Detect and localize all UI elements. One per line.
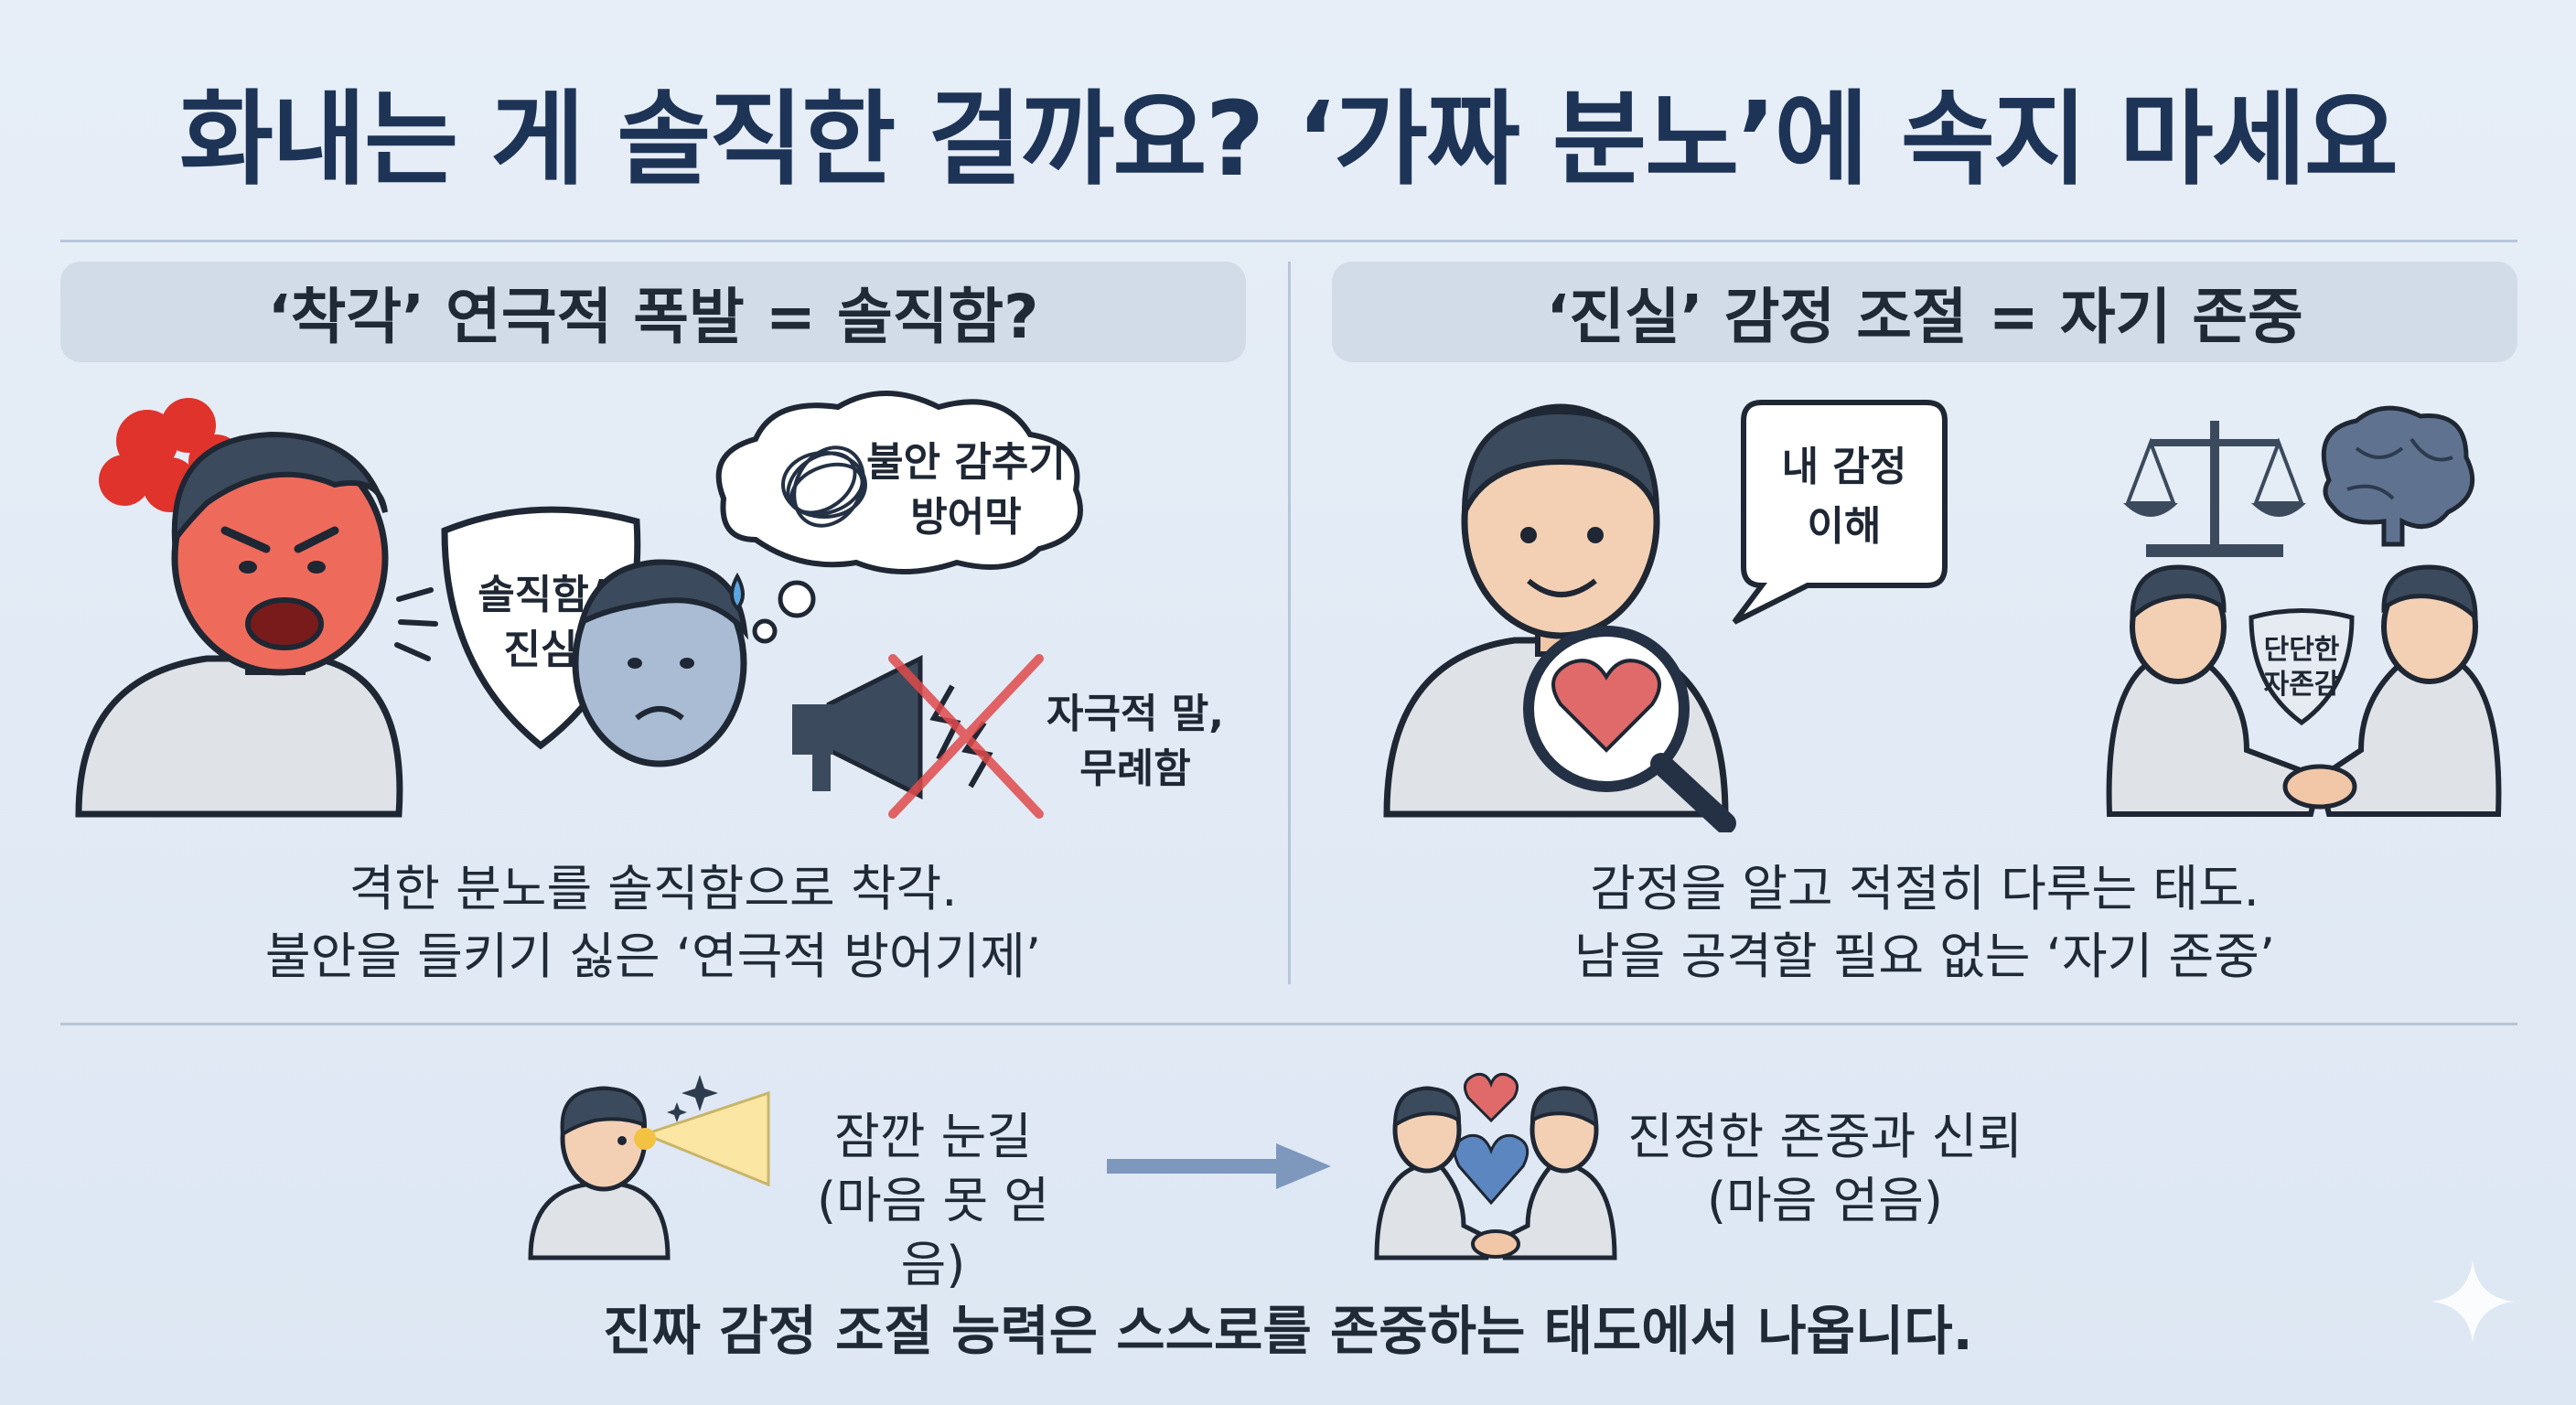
conclusion-text: 진짜 감정 조절 능력은 스스로를 존중하는 태도에서 나옵니다. <box>603 1300 1973 1362</box>
right-caption-line1: 감정을 알고 적절히 다루는 태도. <box>1590 860 2259 917</box>
self-esteem-shield-line2: 자존감 <box>2264 669 2340 701</box>
self-esteem-shield-line1: 단단한 <box>2264 634 2340 666</box>
heart-blue-icon <box>1453 1133 1530 1206</box>
page-title: 화내는 게 솔직한 걸까요? ‘가짜 분노’에 속지 마세요 <box>179 80 2399 199</box>
thought-line2: 방어막 <box>910 494 1021 541</box>
sparkle-watermark-icon <box>2431 1260 2514 1343</box>
handshake-figures <box>2106 564 2502 817</box>
shield-label-line2: 진심 <box>504 627 578 673</box>
bottom-right-line1: 진정한 존중과 신뢰 <box>1627 1108 2023 1165</box>
left-caption-line2: 불안을 들키기 싫은 ‘연극적 방어기제’ <box>264 928 1042 985</box>
heart-red-icon <box>1463 1073 1519 1123</box>
anxious-face-figure <box>572 559 749 767</box>
bottom-left-line1: 잠깐 눈길 <box>834 1108 1032 1165</box>
brain-icon <box>2321 405 2475 547</box>
transition-arrow-icon <box>1107 1143 1331 1189</box>
tangled-scribble-icon <box>781 445 867 528</box>
sparkle-icon <box>667 1075 718 1122</box>
speech-line1: 내 감정 <box>1782 444 1907 490</box>
bottom-right-line2: (마음 얻음) <box>1706 1172 1944 1229</box>
balance-scale-icon <box>2123 421 2306 557</box>
left-caption-line1: 격한 분노를 솔직함으로 착각. <box>349 860 958 917</box>
right-panel-illustration: 내 감정 이해 단단한 자존감 <box>1383 400 2502 832</box>
thought-line1: 불안 감추기 <box>866 439 1066 486</box>
top-divider <box>60 240 2517 242</box>
megaphone-line2: 무례함 <box>1079 745 1190 792</box>
prohibited-cross-icon <box>888 654 1044 819</box>
speech-bubble <box>1732 400 1948 625</box>
right-caption: 감정을 알고 적절히 다루는 태도. 남을 공격할 필요 없는 ‘자기 존중’ <box>1332 855 2517 991</box>
bottom-left-label: 잠깐 눈길 (마음 못 얻음) <box>787 1105 1079 1297</box>
right-panel-heading: ‘진실’ 감정 조절 = 자기 존중 <box>1332 262 2517 362</box>
bottom-left-illustration <box>528 1075 770 1260</box>
left-caption: 격한 분노를 솔직함으로 착각. 불안을 들키기 싫은 ‘연극적 방어기제’ <box>60 855 1246 991</box>
magnifier-heart-icon <box>1523 626 1736 832</box>
bottom-right-illustration <box>1374 1073 1617 1260</box>
angry-man-figure <box>75 431 438 818</box>
bottom-right-label: 진정한 존중과 신뢰 (마음 얻음) <box>1610 1105 2040 1233</box>
left-panel-heading: ‘착각’ 연극적 폭발 = 솔직함? <box>60 262 1246 362</box>
light-beam-icon <box>634 1090 770 1187</box>
speech-line2: 이해 <box>1808 503 1882 550</box>
right-caption-line2: 남을 공격할 필요 없는 ‘자기 존중’ <box>1574 928 2275 985</box>
trust-handshake-figures <box>1374 1086 1617 1260</box>
megaphone-line1: 자극적 말, <box>1046 691 1224 737</box>
glancing-man-figure <box>528 1086 671 1260</box>
center-divider <box>1288 262 1291 984</box>
bottom-divider <box>60 1023 2517 1025</box>
left-panel-illustration: 솔직함/ 진심 불안 감추기 방어막 자극적 말, 무례함 <box>75 391 1224 819</box>
thought-bubble <box>715 391 1083 644</box>
bottom-left-line2: (마음 못 얻음) <box>816 1172 1050 1293</box>
